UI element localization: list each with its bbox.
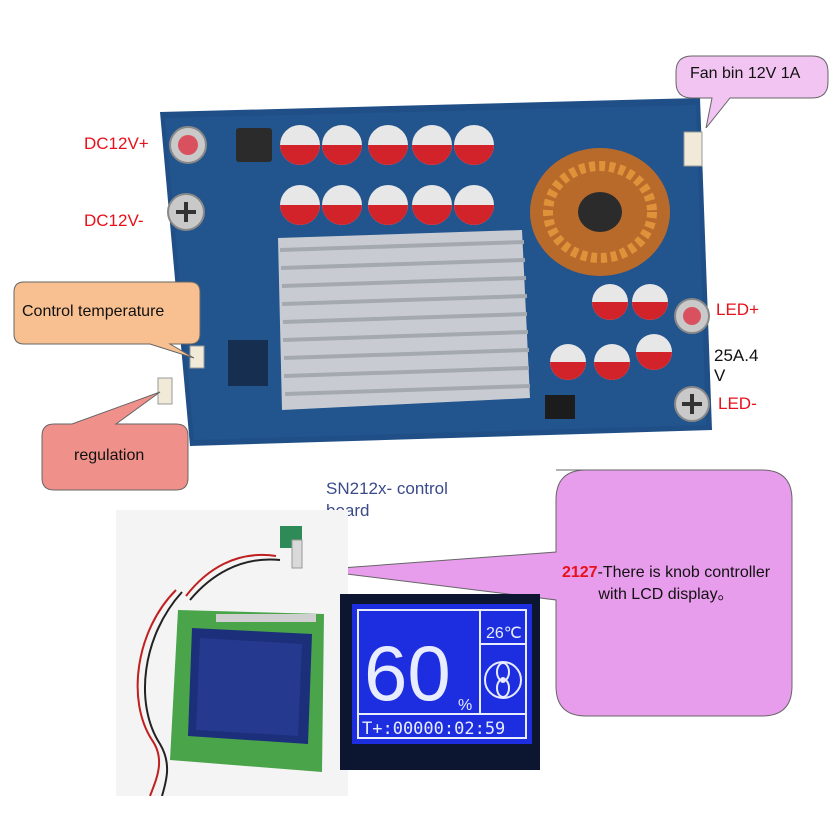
capacitor-row-top xyxy=(280,125,494,165)
fan-callout-bubble xyxy=(675,55,829,129)
capacitor-cluster-right xyxy=(550,284,672,380)
model-callout-text: 2127-There is knob controller with LCD d… xyxy=(540,562,792,606)
model-callout-bubble xyxy=(313,469,793,717)
current-spec-label: 25A.4 V xyxy=(714,346,758,386)
current-spec-line1: 25A.4 xyxy=(714,346,759,365)
model-number-highlight: 2127 xyxy=(561,564,598,581)
fan-icon xyxy=(484,661,522,699)
model-desc-line1: -There is knob controller xyxy=(597,564,771,581)
heat-sink xyxy=(278,230,531,410)
lcd-display-closeup: 60 % 26℃ T+:00000:02:59 xyxy=(340,594,540,770)
regulation-callout-text: regulation xyxy=(74,447,145,464)
lcd-percent-sign: % xyxy=(458,697,472,714)
control-temperature-callout-text: Control temperature xyxy=(22,303,165,320)
led-minus-label: LED- xyxy=(718,394,757,413)
inductor xyxy=(236,128,272,162)
model-callout-line1: 2127-There is knob controller xyxy=(540,562,792,584)
dc-plus-label: DC12V+ xyxy=(84,134,149,153)
fan-callout-text: Fan bin 12V 1A xyxy=(690,65,801,82)
lcd-timer: T+:00000:02:59 xyxy=(362,719,505,739)
regulation-connector xyxy=(157,377,173,405)
lcd-module-photo xyxy=(116,510,348,796)
led-plus-label: LED+ xyxy=(716,300,759,319)
capacitor-row-bottom xyxy=(280,185,494,225)
toroid-inductor xyxy=(530,148,670,276)
control-temperature-callout-bubble xyxy=(13,281,201,359)
regulation-callout-bubble xyxy=(41,391,189,491)
power-board-photo xyxy=(157,98,712,446)
dc-minus-label: DC12V- xyxy=(84,211,144,230)
fan-connector xyxy=(683,131,703,167)
lcd-temperature: 26℃ xyxy=(486,625,522,642)
current-spec-line2: V xyxy=(714,366,726,385)
lcd-percent-value: 60 xyxy=(364,629,451,717)
model-desc-line2: with LCD display。 xyxy=(598,586,734,603)
board-caption-line1: SN212x- control xyxy=(326,479,448,498)
